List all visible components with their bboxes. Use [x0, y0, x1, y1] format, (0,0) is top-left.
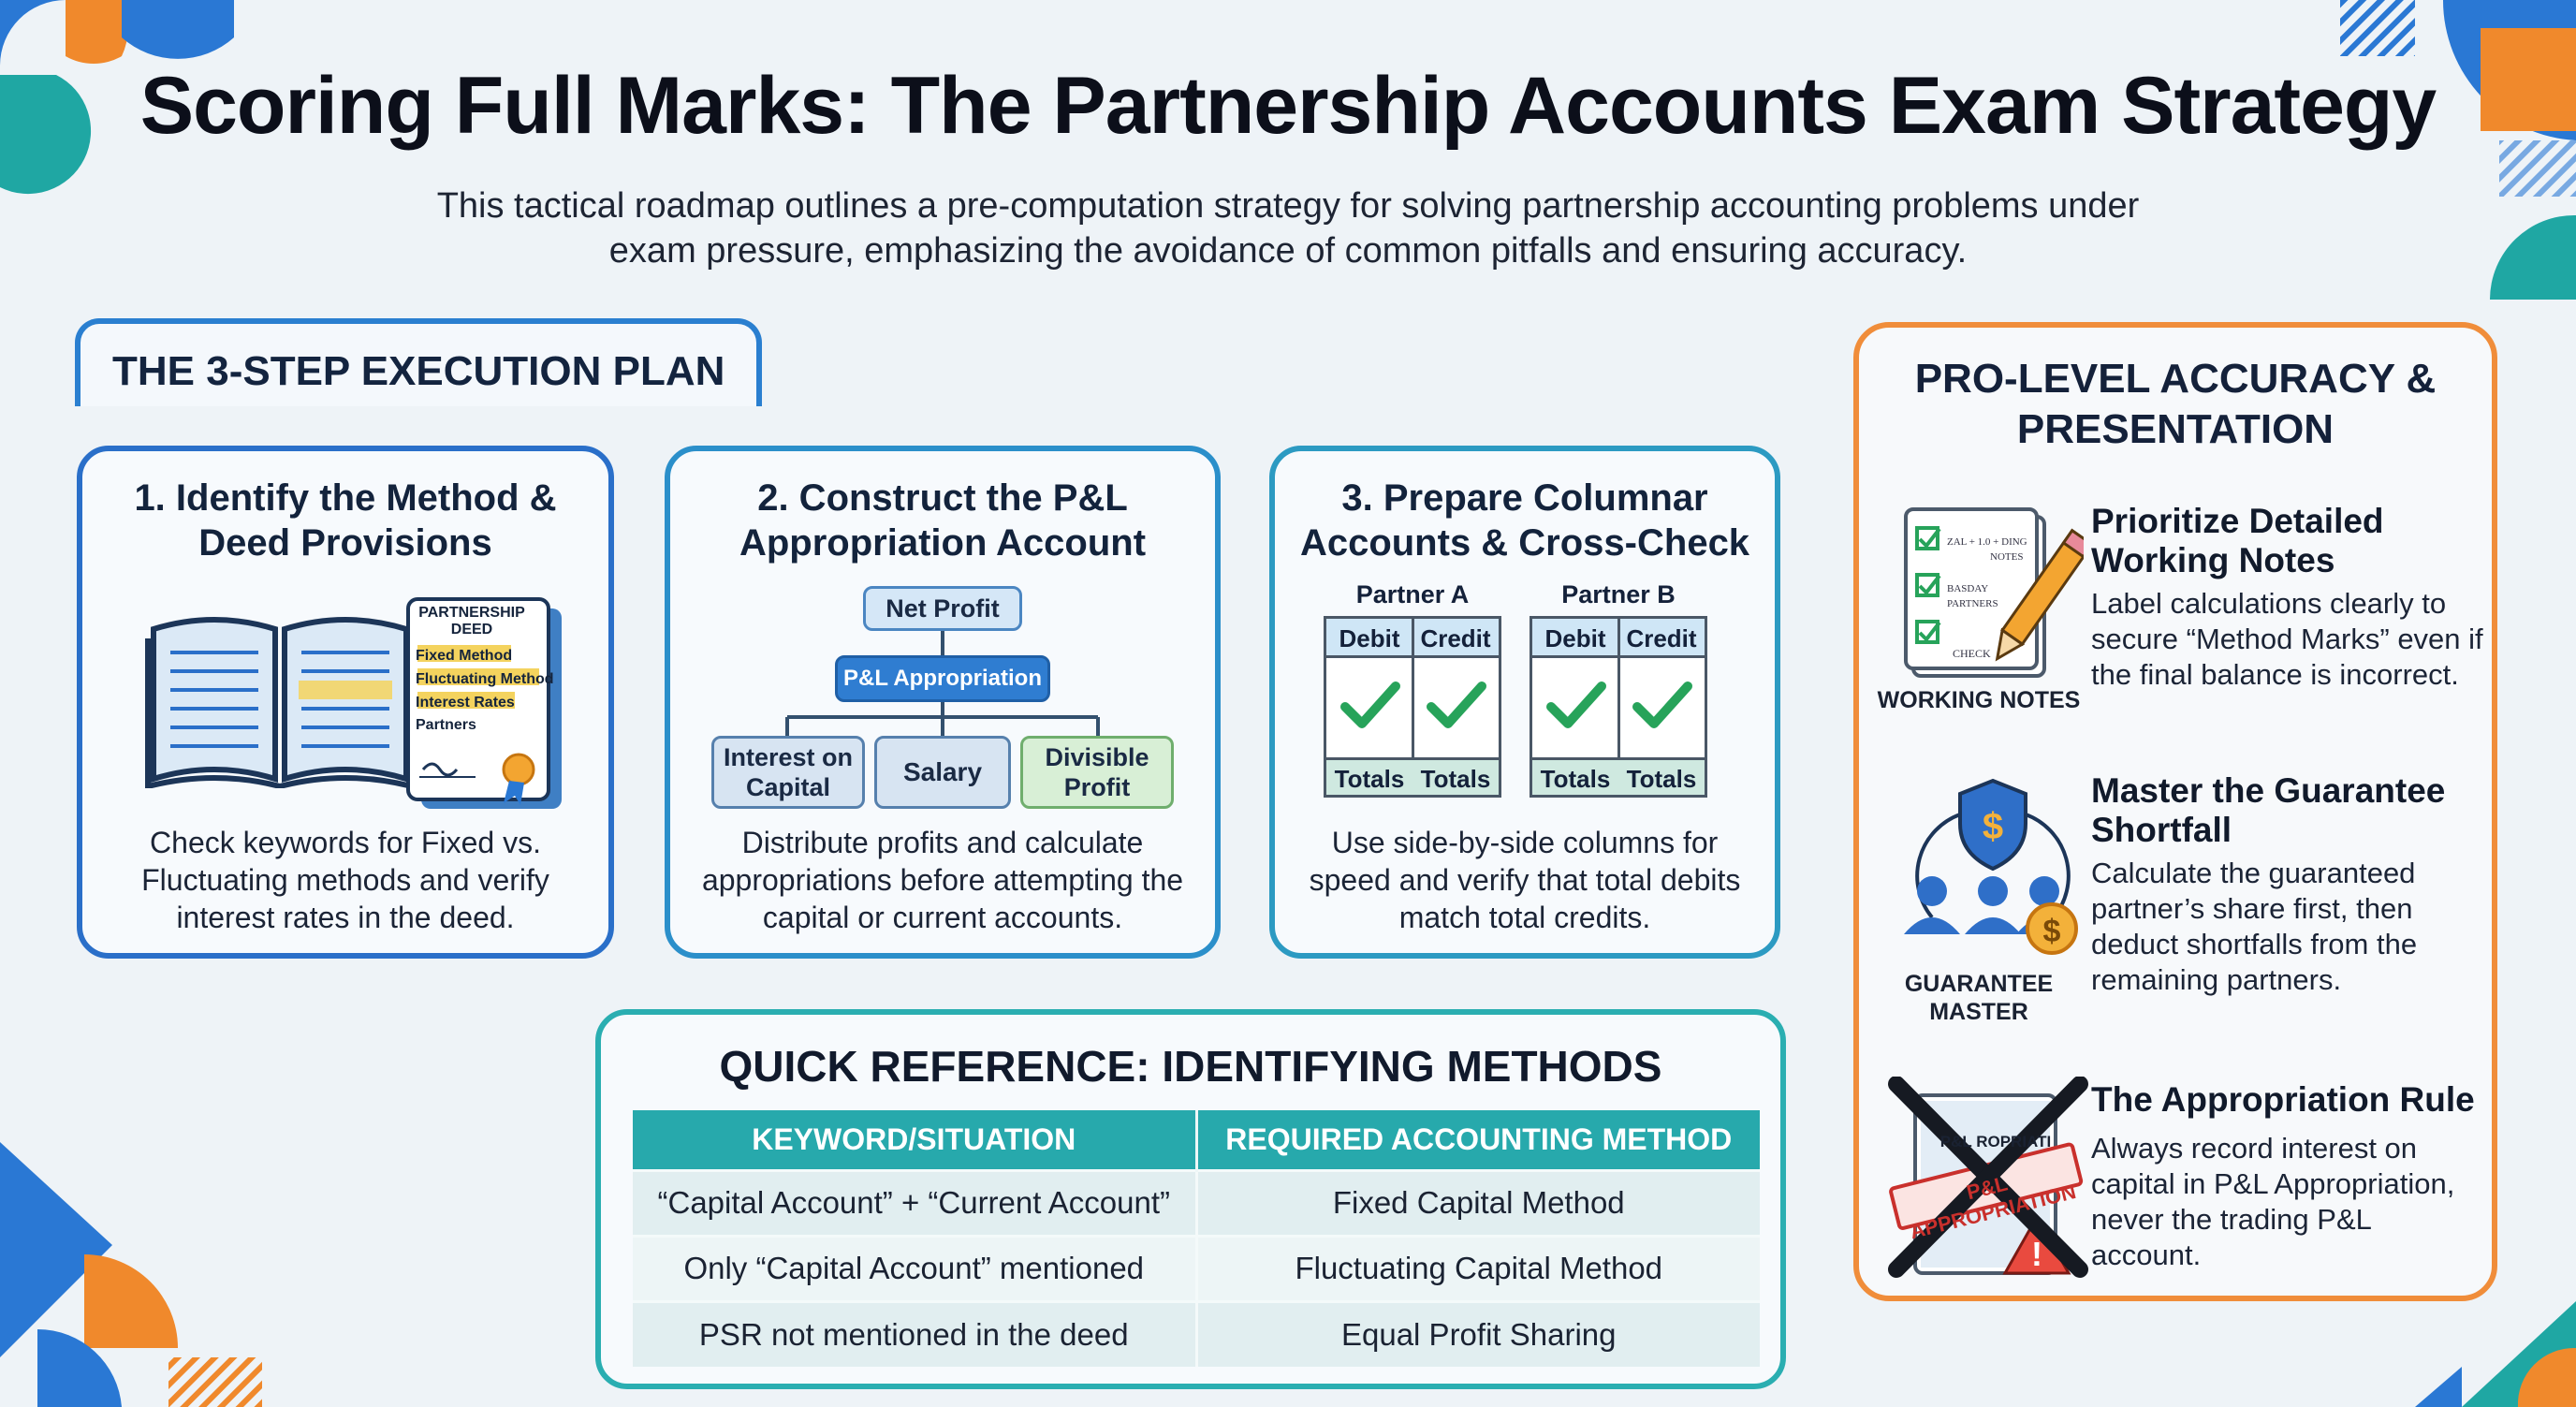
net-profit-box: Net Profit	[863, 586, 1022, 631]
deed-heading: PARTNERSHIP DEED	[418, 605, 525, 638]
step-card-3: 3. Prepare Columnar Accounts & Cross-Che…	[1269, 446, 1780, 959]
working-notes-caption: WORKING NOTES	[1877, 687, 2081, 713]
step-card-2: 2. Construct the P&L Appropriation Accou…	[665, 446, 1221, 959]
partner-a-label: Partner A	[1355, 580, 1470, 608]
pro-item-3-heading: The Appropriation Rule	[2091, 1080, 2475, 1119]
partner-b-credit: Credit	[1618, 619, 1705, 658]
pro-item-2-heading: Master the Guarantee Shortfall	[2091, 771, 2446, 849]
crossed-doc-label: P&L ROPRIATI	[1939, 1133, 2052, 1151]
deed-item: Fixed Method	[416, 648, 513, 664]
step-1-title: 1. Identify the Method & Deed Provisions	[134, 477, 557, 564]
partner-a-credit: Credit	[1412, 619, 1499, 658]
guarantee-master-caption: GUARANTEE MASTER	[1904, 971, 2054, 1025]
crossed-document-icon: !	[1888, 1077, 2088, 1278]
table-cell: Only “Capital Account” mentioned	[633, 1234, 1198, 1301]
quick-reference-panel: QUICK REFERENCE: IDENTIFYING METHODS KEY…	[595, 1009, 1786, 1389]
step-1-description: Check keywords for Fixed vs. Fluctuating…	[141, 826, 549, 934]
interest-on-capital-box: Interest on Capital	[711, 736, 865, 809]
partner-a-total-credit: Totals	[1412, 757, 1499, 795]
step-3-title: 3. Prepare Columnar Accounts & Cross-Che…	[1299, 477, 1750, 564]
partnership-deed-icon	[406, 597, 562, 809]
note-line: CHECK	[1953, 647, 1991, 660]
pro-item-3-text: Always record interest on capital in P&L…	[2091, 1132, 2455, 1271]
svg-text:$: $	[2043, 914, 2061, 949]
partner-b-label: Partner B	[1561, 580, 1676, 608]
table-row: “Capital Account” + “Current Account” Fi…	[633, 1168, 1760, 1236]
pro-level-panel: PRO-LEVEL ACCURACY & PRESENTATION ZAL + …	[1853, 322, 2497, 1301]
decorative-corner-bottom-right	[2415, 1301, 2576, 1407]
partner-b-total-credit: Totals	[1618, 757, 1705, 795]
partner-a-table: Debit Credit Totals Totals	[1324, 616, 1501, 798]
decorative-corner-top-left	[0, 0, 234, 195]
partner-b-total-debit: Totals	[1532, 757, 1618, 795]
partner-a-total-debit: Totals	[1326, 757, 1412, 795]
step-2-title: 2. Construct the P&L Appropriation Accou…	[739, 477, 1147, 564]
note-line: ZAL + 1.0 + DING	[1947, 536, 2027, 548]
table-cell: Fluctuating Capital Method	[1196, 1234, 1760, 1301]
table-row: PSR not mentioned in the deed Equal Prof…	[633, 1299, 1760, 1367]
deed-item: Partners	[416, 717, 476, 733]
note-line: BASDAY	[1947, 583, 1988, 594]
plan-section-tab: THE 3-STEP EXECUTION PLAN	[75, 318, 762, 406]
svg-text:!: !	[2031, 1235, 2042, 1273]
table-cell: Equal Profit Sharing	[1196, 1299, 1760, 1367]
deed-item: Interest Rates	[416, 695, 515, 711]
pro-level-title: PRO-LEVEL ACCURACY & PRESENTATION	[1914, 356, 2437, 452]
decorative-corner-bottom-left	[0, 1142, 262, 1407]
pro-item-2-text: Calculate the guaranteed partner’s share…	[2091, 857, 2418, 996]
partner-a-debit: Debit	[1326, 619, 1412, 658]
table-cell: “Capital Account” + “Current Account”	[633, 1168, 1198, 1236]
page-title: Scoring Full Marks: The Partnership Acco…	[139, 61, 2437, 151]
plan-section-title: THE 3-STEP EXECUTION PLAN	[112, 348, 725, 394]
table-row: Only “Capital Account” mentioned Fluctua…	[633, 1234, 1760, 1301]
guarantee-master-icon: $ $	[1904, 778, 2078, 955]
step-3-description: Use side-by-side columns for speed and v…	[1309, 826, 1741, 934]
note-line: NOTES	[1990, 551, 2023, 563]
table-cell: Fixed Capital Method	[1196, 1168, 1760, 1236]
partner-b-debit: Debit	[1532, 619, 1618, 658]
check-icon	[1340, 682, 1486, 728]
pro-item-1-heading: Prioritize Detailed Working Notes	[2091, 502, 2384, 579]
step-2-description: Distribute profits and calculate appropr…	[701, 826, 1184, 934]
table-cell: PSR not mentioned in the deed	[633, 1299, 1198, 1367]
deed-item: Fluctuating Method	[416, 671, 554, 687]
pl-appropriation-box: P&L Appropriation	[835, 655, 1050, 702]
partner-b-table: Debit Credit Totals Totals	[1530, 616, 1707, 798]
quick-reference-table: KEYWORD/SITUATION REQUIRED ACCOUNTING ME…	[633, 1110, 1760, 1367]
flow-connectors	[785, 631, 1100, 738]
decorative-corner-top-right	[2340, 0, 2576, 300]
svg-text:$: $	[1983, 806, 2003, 847]
divisible-profit-box: Divisible Profit	[1020, 736, 1174, 809]
salary-box: Salary	[874, 736, 1011, 809]
working-notes-icon: ZAL + 1.0 + DING NOTES BASDAY PARTNERS C…	[1904, 507, 2084, 678]
step-card-1: 1. Identify the Method & Deed Provisions…	[77, 446, 614, 959]
pro-item-1-text: Label calculations clearly to secure “Me…	[2091, 587, 2483, 691]
quick-reference-title: QUICK REFERENCE: IDENTIFYING METHODS	[719, 1042, 1662, 1091]
table-header: REQUIRED ACCOUNTING METHOD	[1196, 1110, 1760, 1170]
check-icon	[1546, 682, 1692, 728]
table-header: KEYWORD/SITUATION	[633, 1110, 1198, 1170]
note-line: PARTNERS	[1947, 598, 1998, 609]
open-book-icon	[145, 617, 415, 788]
page-subtitle: This tactical roadmap outlines a pre-com…	[436, 186, 2140, 271]
